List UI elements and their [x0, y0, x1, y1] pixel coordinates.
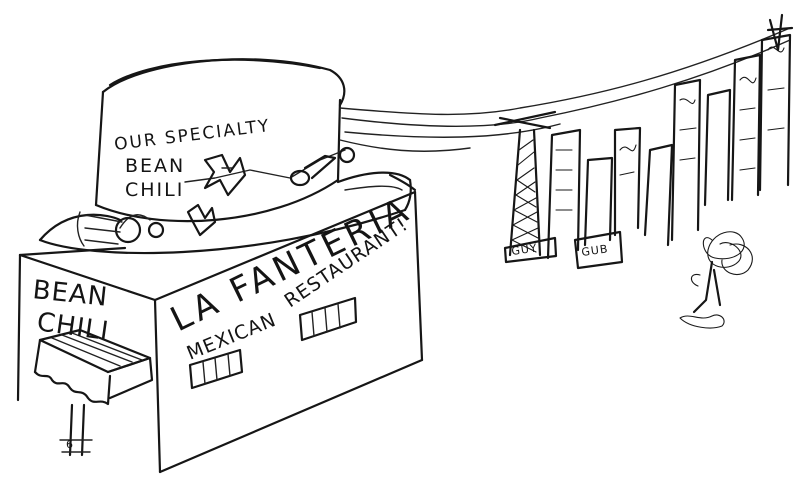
hat-sign-line1: OUR SPECIALTY: [113, 116, 272, 155]
hat-sign-line3: CHILI: [125, 179, 184, 201]
city-sign-left: GUY: [511, 241, 539, 258]
side-sign-line2: CHILI: [35, 307, 111, 347]
hat-sign-line2: BEAN: [125, 155, 185, 177]
sombrero-roof: [38, 27, 791, 255]
tumbleweed-figure: [679, 231, 753, 329]
city-skyline: [493, 13, 794, 270]
city-sign-right: GUB: [581, 242, 610, 259]
door-number: 6: [66, 438, 74, 451]
restaurant-building: 6: [16, 173, 424, 474]
